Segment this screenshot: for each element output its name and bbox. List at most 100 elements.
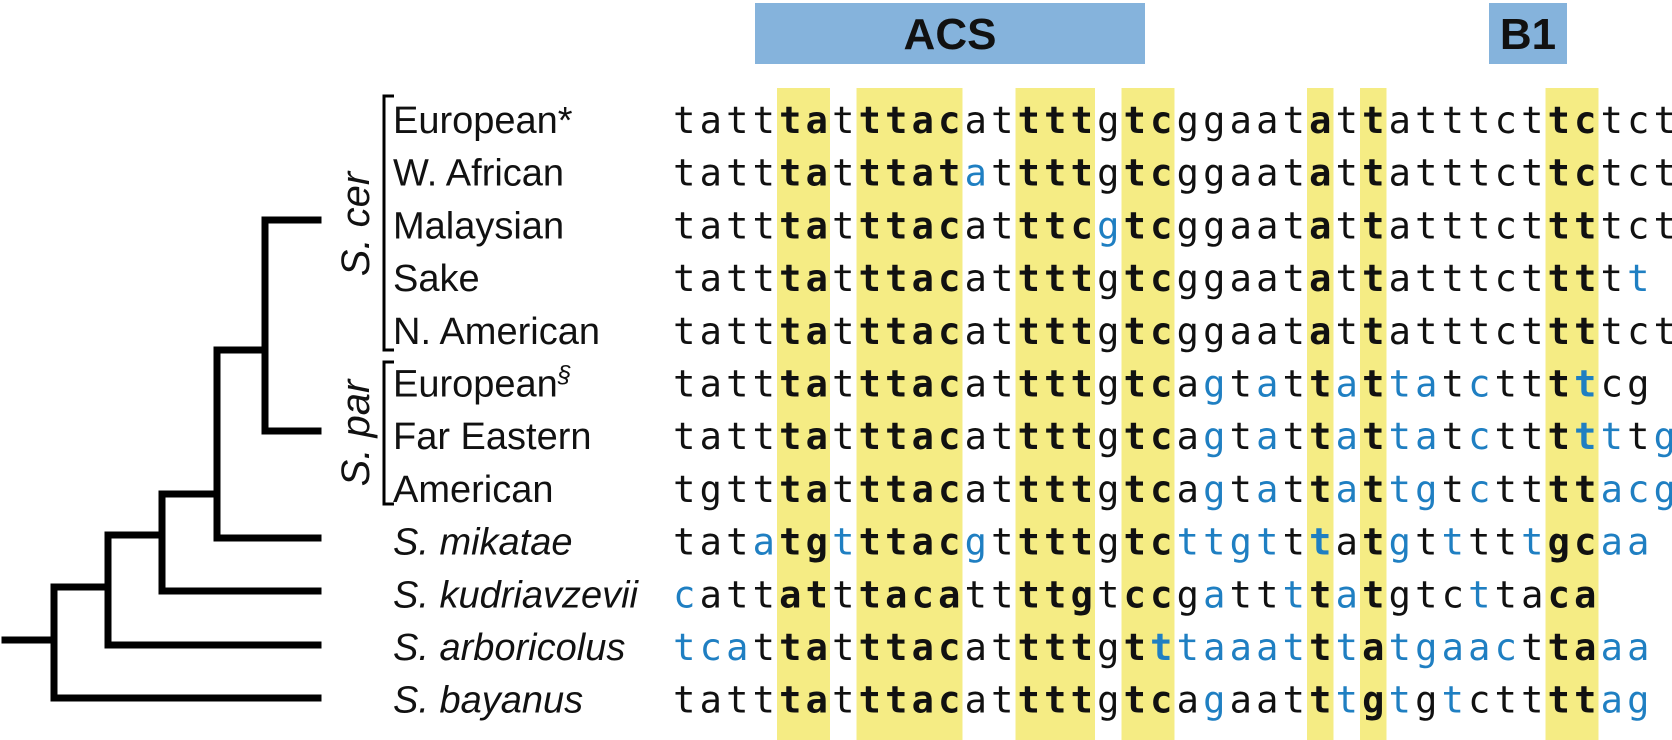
nucleotide: t	[1362, 99, 1384, 142]
nucleotide: t	[832, 363, 854, 406]
nucleotide: t	[1044, 257, 1066, 300]
nucleotide: t	[1071, 468, 1093, 511]
b1-box	[1489, 3, 1567, 64]
nucleotide: t	[1548, 626, 1570, 669]
nucleotide: t	[1468, 204, 1490, 247]
highlight-column-3	[1121, 88, 1175, 740]
nucleotide: c	[673, 573, 695, 616]
nucleotide: t	[1362, 363, 1384, 406]
nucleotide: t	[1044, 573, 1066, 616]
nucleotide: t	[753, 204, 775, 247]
nucleotide: t	[1495, 679, 1517, 722]
nucleotide: c	[938, 626, 960, 669]
nucleotide: t	[1415, 521, 1437, 564]
nucleotide: t	[1389, 626, 1411, 669]
nucleotide: c	[938, 99, 960, 142]
nucleotide: t	[1468, 521, 1490, 564]
nucleotide: t	[1521, 468, 1543, 511]
nucleotide: t	[1601, 257, 1623, 300]
nucleotide: g	[1097, 679, 1119, 722]
nucleotide: t	[1283, 310, 1305, 353]
group-label-s-par: S. par	[334, 378, 378, 486]
nucleotide: t	[832, 679, 854, 722]
nucleotide: t	[673, 257, 695, 300]
nucleotide: t	[726, 468, 748, 511]
nucleotide: g	[1627, 363, 1649, 406]
nucleotide: a	[1309, 99, 1331, 142]
nucleotide: t	[1521, 99, 1543, 142]
nucleotide: t	[1044, 152, 1066, 195]
nucleotide: c	[1468, 679, 1490, 722]
nucleotide: t	[1654, 204, 1672, 247]
nucleotide: t	[779, 310, 801, 353]
nucleotide: t	[1415, 573, 1437, 616]
nucleotide: c	[1601, 363, 1623, 406]
nucleotide: t	[991, 573, 1013, 616]
nucleotide: t	[1362, 204, 1384, 247]
nucleotide: a	[965, 679, 987, 722]
nucleotide: a	[965, 626, 987, 669]
nucleotide: a	[1389, 99, 1411, 142]
nucleotide: t	[1309, 679, 1331, 722]
nucleotide: t	[1521, 626, 1543, 669]
nucleotide: g	[1177, 152, 1199, 195]
nucleotide: t	[1442, 152, 1464, 195]
nucleotide: t	[1495, 363, 1517, 406]
strain-label: W. African	[393, 153, 564, 195]
nucleotide: a	[965, 204, 987, 247]
nucleotide: t	[1071, 521, 1093, 564]
nucleotide: t	[1574, 468, 1596, 511]
nucleotide: t	[1124, 204, 1146, 247]
nucleotide: c	[1071, 204, 1093, 247]
nucleotide: g	[1097, 257, 1119, 300]
nucleotide: t	[673, 521, 695, 564]
nucleotide: t	[1442, 468, 1464, 511]
nucleotide: t	[779, 679, 801, 722]
nucleotide: t	[1521, 310, 1543, 353]
nucleotide: a	[1601, 468, 1623, 511]
nucleotide: t	[1230, 573, 1252, 616]
nucleotide: t	[1495, 468, 1517, 511]
nucleotide: a	[1601, 521, 1623, 564]
nucleotide: a	[1309, 152, 1331, 195]
nucleotide: a	[1574, 626, 1596, 669]
nucleotide: t	[673, 99, 695, 142]
nucleotide: t	[1044, 626, 1066, 669]
nucleotide: t	[1018, 363, 1040, 406]
nucleotide: t	[832, 152, 854, 195]
nucleotide: g	[965, 521, 987, 564]
nucleotide: g	[1097, 99, 1119, 142]
nucleotide: c	[1150, 204, 1172, 247]
nucleotide: a	[1256, 679, 1278, 722]
nucleotide: t	[673, 310, 695, 353]
nucleotide: t	[991, 363, 1013, 406]
acs-box	[755, 3, 1145, 64]
nucleotide: a	[700, 679, 722, 722]
nucleotide: c	[1627, 152, 1649, 195]
strain-label: American	[393, 469, 554, 511]
nucleotide: t	[1124, 257, 1146, 300]
nucleotide: t	[1601, 99, 1623, 142]
nucleotide: t	[859, 204, 881, 247]
nucleotide: a	[700, 152, 722, 195]
nucleotide: g	[1177, 257, 1199, 300]
nucleotide: t	[1124, 363, 1146, 406]
nucleotide: t	[1309, 363, 1331, 406]
nucleotide: c	[938, 415, 960, 458]
nucleotide: t	[726, 152, 748, 195]
nucleotide: a	[912, 204, 934, 247]
nucleotide: g	[1627, 679, 1649, 722]
tree-node-kudriavzevii	[158, 490, 322, 595]
nucleotide: g	[1389, 573, 1411, 616]
nucleotide: t	[1309, 415, 1331, 458]
nucleotide: t	[1283, 679, 1305, 722]
nucleotide: a	[1309, 310, 1331, 353]
nucleotide: c	[700, 626, 722, 669]
nucleotide: t	[885, 626, 907, 669]
nucleotide: c	[1468, 468, 1490, 511]
nucleotide: t	[1124, 468, 1146, 511]
